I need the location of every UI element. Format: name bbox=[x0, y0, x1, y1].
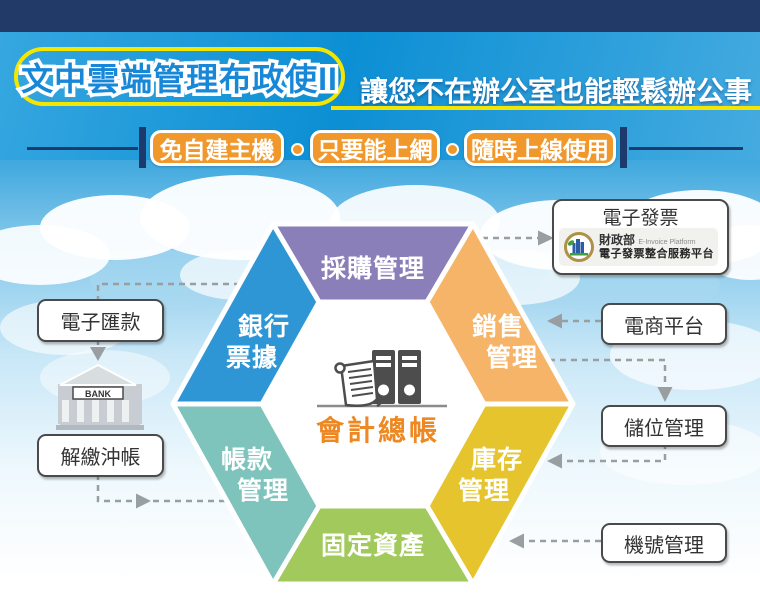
top-bar bbox=[0, 0, 760, 32]
arrow-right-icon bbox=[136, 493, 151, 509]
page-title-text: 文中雲端管理布政使II bbox=[21, 60, 338, 97]
page-title: 文中雲端管理布政使II 文中雲端管理布政使II bbox=[18, 54, 341, 100]
divider-line bbox=[629, 147, 743, 150]
bank-icon: BANK bbox=[56, 363, 144, 430]
headline: 讓您不在辦公室也能輕鬆辦公事 bbox=[359, 76, 752, 107]
page-title-outline: 文中雲端管理布政使II bbox=[18, 57, 341, 100]
label-inventory-line2: 管理 bbox=[457, 477, 511, 505]
pill-separator-dot bbox=[446, 143, 459, 156]
label-purchase: 採購管理 bbox=[320, 255, 426, 283]
bank-sign-text: BANK bbox=[85, 389, 111, 399]
divider-bar bbox=[620, 127, 627, 168]
ecommerce-callout: 電商平台 bbox=[601, 303, 727, 345]
connector-sales-storage bbox=[549, 358, 667, 387]
machine-callout: 機號管理 bbox=[601, 523, 727, 563]
einvoice-platform-zh: 電子發票整合服務平台 bbox=[599, 247, 714, 260]
center-label: 會計總帳 bbox=[315, 415, 441, 446]
title-box: 文中雲端管理布政使II 文中雲端管理布政使II bbox=[14, 47, 345, 106]
label-inventory-line1: 庫存 bbox=[470, 446, 524, 474]
settlement-callout: 解繳沖帳 bbox=[37, 434, 164, 477]
connector-bank-remittance bbox=[96, 282, 240, 299]
divider-line bbox=[27, 147, 138, 150]
label-fixed-assets: 固定資產 bbox=[320, 532, 426, 560]
arrowheads bbox=[90, 230, 673, 549]
label-sales-line2: 管理 bbox=[485, 344, 539, 372]
label-sales-line1: 銷售 bbox=[471, 313, 525, 341]
arrow-left-icon bbox=[547, 453, 562, 469]
einvoice-title: 電子發票 bbox=[602, 208, 679, 229]
label-bank-line2: 票據 bbox=[225, 344, 279, 372]
hexagon-center bbox=[262, 302, 484, 506]
connector-storage-inventory bbox=[562, 443, 667, 463]
yellow-underline bbox=[331, 106, 760, 110]
arrow-right-icon bbox=[538, 230, 554, 246]
einvoice-logo: 財政部 E-Invoice Platform 電子發票整合服務平台 bbox=[559, 228, 718, 266]
feature-pill-anytime: 隨時上線使用 bbox=[464, 130, 616, 166]
header-banner: 文中雲端管理布政使II 文中雲端管理布政使II 讓您不在辦公室也能輕鬆辦公事 免… bbox=[0, 32, 760, 168]
arrow-left-icon bbox=[509, 533, 524, 549]
connector-settlement-accounts bbox=[96, 474, 226, 503]
pill-separator-dot bbox=[291, 143, 304, 156]
remittance-callout: 電子匯款 bbox=[37, 299, 164, 342]
einvoice-emblem-icon bbox=[564, 232, 594, 262]
connectors bbox=[96, 236, 667, 543]
label-accounts-line1: 帳款 bbox=[220, 446, 274, 474]
ledger-icon bbox=[317, 350, 447, 408]
label-bank-line1: 銀行 bbox=[237, 313, 291, 341]
feature-pill-no-server: 免自建主機 bbox=[150, 130, 284, 166]
arrow-left-icon bbox=[547, 313, 562, 329]
divider-bar bbox=[139, 127, 146, 168]
arrow-down-icon bbox=[657, 387, 673, 402]
segment-bank-notes bbox=[170, 221, 322, 407]
einvoice-callout: 電子發票 財政部 E-Invoice Platform 電子發票整合服務平台 bbox=[552, 199, 729, 275]
einvoice-platform-text: 財政部 E-Invoice Platform 電子發票整合服務平台 bbox=[599, 232, 714, 260]
cloud bbox=[0, 225, 110, 285]
feature-pill-internet: 只要能上網 bbox=[310, 130, 440, 166]
einvoice-platform-en: E-Invoice Platform bbox=[638, 238, 696, 246]
einvoice-ministry: 財政部 bbox=[599, 232, 636, 247]
storage-callout: 儲位管理 bbox=[601, 405, 727, 447]
arrow-down-icon bbox=[90, 347, 106, 361]
label-accounts-line2: 管理 bbox=[236, 477, 290, 505]
